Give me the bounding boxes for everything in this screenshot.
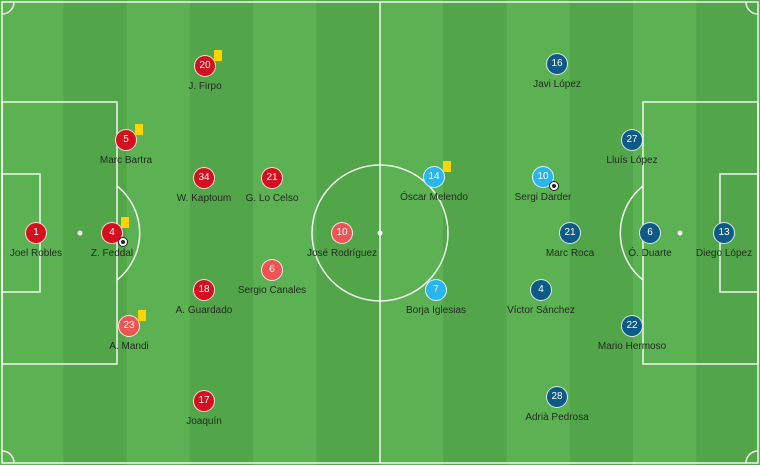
player-name: Sergio Canales <box>237 285 307 296</box>
shirt-number: 17 <box>193 390 215 412</box>
player-name: Lluís López <box>606 155 658 166</box>
shirt-number: 20 <box>194 50 222 77</box>
pitch-stripe <box>189 0 254 465</box>
corner-arc-top-right <box>745 1 759 15</box>
shirt-number: 5 <box>115 124 143 151</box>
yellow-card-icon <box>121 217 129 228</box>
home-player[interactable]: 18 A. Guardado <box>144 279 264 316</box>
player-name: Adrià Pedrosa <box>525 412 589 423</box>
yellow-card-icon <box>138 310 146 321</box>
shirt-number: 7 <box>425 279 447 301</box>
shirt-number: 28 <box>546 386 568 408</box>
pitch-stripes <box>63 0 760 465</box>
shirt-number: 14 <box>423 161 451 188</box>
center-circle <box>311 164 449 302</box>
shirt-number: 21 <box>261 167 283 189</box>
shirt-number: 34 <box>193 167 215 189</box>
player-name: Marc Roca <box>545 248 595 259</box>
right-penalty-spot <box>677 230 683 236</box>
player-name: Ó. Duarte <box>628 248 672 259</box>
shirt-number: 6 <box>261 259 283 281</box>
shirt-number: 13 <box>713 222 735 244</box>
shirt-number: 6 <box>639 222 661 244</box>
player-name: A. Guardado <box>175 305 233 316</box>
corner-arc-top-left <box>1 1 15 15</box>
left-penalty-spot <box>77 230 83 236</box>
player-name: G. Lo Celso <box>245 193 299 204</box>
shirt-number: 23 <box>118 310 146 337</box>
player-name: Diego López <box>695 248 753 259</box>
home-player[interactable]: 20 J. Firpo <box>145 50 265 92</box>
shirt-number: 10 <box>532 166 559 191</box>
player-name: Víctor Sánchez <box>507 305 575 316</box>
shirt-number: 1 <box>25 222 47 244</box>
player-name: Óscar Melendo <box>400 192 468 203</box>
player-name: W. Kaptoum <box>176 193 232 204</box>
player-name: José Rodríguez <box>306 248 378 259</box>
player-name: Sergi Darder <box>514 192 572 203</box>
shirt-number: 22 <box>621 315 643 337</box>
yellow-card-icon <box>214 50 222 61</box>
shirt-number: 4 <box>530 279 552 301</box>
shirt-number: 21 <box>559 222 581 244</box>
yellow-card-icon <box>135 124 143 135</box>
corner-arc-bottom-right <box>745 450 759 464</box>
home-player[interactable]: 23 A. Mandi <box>69 310 189 352</box>
pitch-stripe <box>443 0 507 465</box>
player-name: Javi López <box>533 79 581 90</box>
home-player[interactable]: 21 G. Lo Celso <box>212 167 332 204</box>
player-name: Z. Feddal <box>90 248 134 259</box>
home-player[interactable]: 34 W. Kaptoum <box>144 167 264 204</box>
shirt-number: 16 <box>546 53 568 75</box>
player-name: Joaquín <box>186 416 222 427</box>
away-player[interactable]: 6 Ó. Duarte <box>590 222 710 259</box>
player-name: A. Mandi <box>109 341 149 352</box>
player-name: J. Firpo <box>188 81 222 92</box>
player-name: Borja Iglesias <box>405 305 467 316</box>
goal-ball-icon <box>549 181 559 191</box>
left-penalty-arc <box>116 185 141 281</box>
yellow-card-icon <box>443 161 451 172</box>
shirt-number: 4 <box>101 217 129 247</box>
player-name: Marc Bartra <box>99 155 153 166</box>
player-name: Mario Hermoso <box>597 341 667 352</box>
right-penalty-arc <box>619 185 644 281</box>
goal-ball-icon <box>118 237 128 247</box>
player-name: Joel Robles <box>9 248 63 259</box>
center-spot <box>377 230 383 236</box>
shirt-number: 10 <box>331 222 353 244</box>
shirt-number: 18 <box>193 279 215 301</box>
shirt-number: 27 <box>621 129 643 151</box>
corner-arc-bottom-left <box>1 450 15 464</box>
